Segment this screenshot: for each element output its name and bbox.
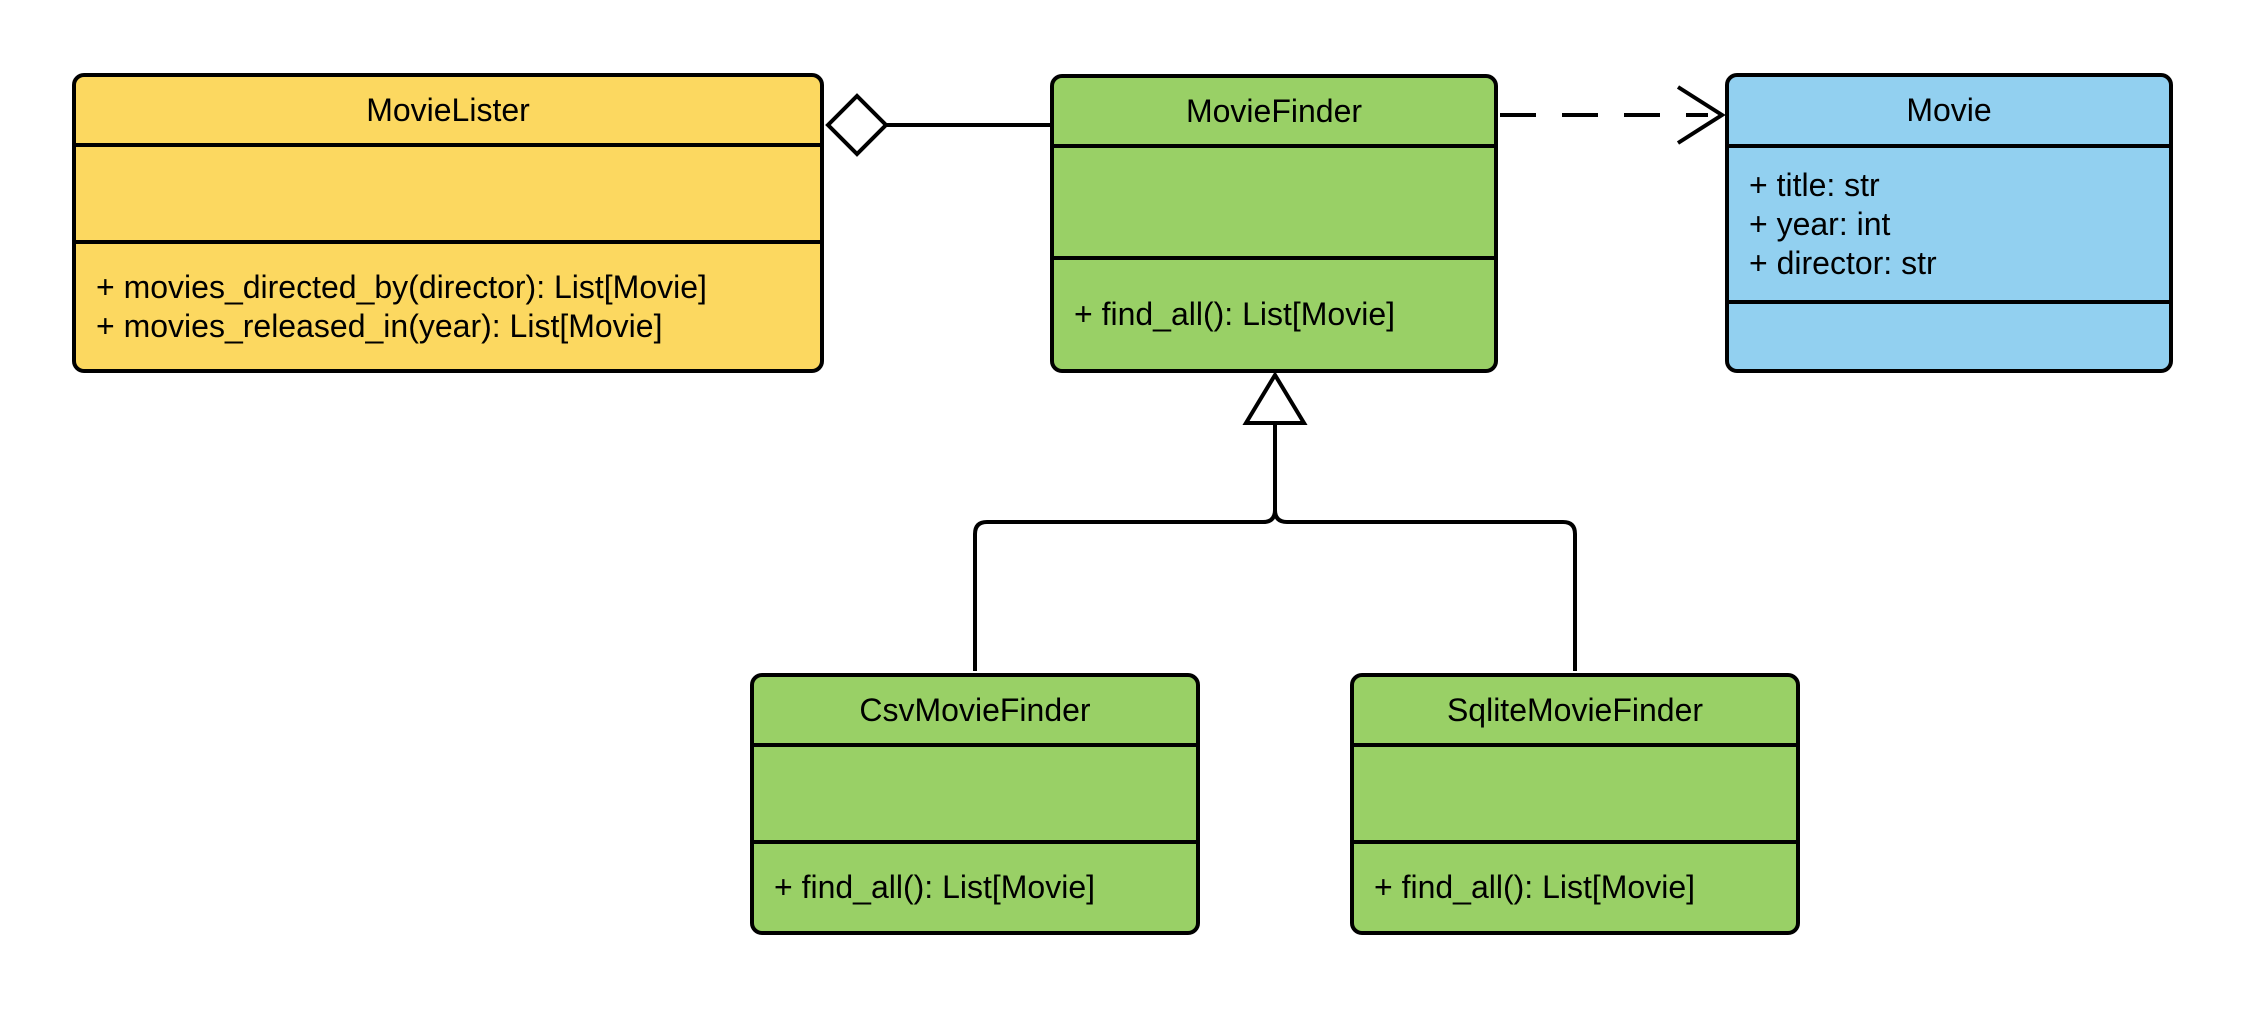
class-box-csvmoviefinder: CsvMovieFinder + find_all(): List[Movie] <box>750 673 1200 935</box>
inheritance-triangle-icon <box>1242 371 1308 425</box>
class-title: Movie <box>1729 77 2169 148</box>
class-name: MovieFinder <box>1185 92 1363 129</box>
class-method: + movies_directed_by(director): List[Mov… <box>96 268 707 305</box>
class-title: MovieFinder <box>1054 78 1494 148</box>
class-box-sqlitemoviefinder: SqliteMovieFinder + find_all(): List[Mov… <box>1350 673 1800 935</box>
inheritance-connector-sqlite <box>1273 423 1577 671</box>
class-methods-compartment: + find_all(): List[Movie] <box>1054 260 1494 369</box>
class-attribute: + title: str <box>1749 166 1880 203</box>
inheritance-connector-csv <box>973 423 1277 671</box>
class-title: SqliteMovieFinder <box>1354 677 1796 747</box>
class-name: CsvMovieFinder <box>859 691 1091 728</box>
class-methods-compartment <box>1729 304 2169 369</box>
class-box-movielister: MovieLister + movies_directed_by(directo… <box>72 73 824 373</box>
class-attributes-compartment: + title: str + year: int + director: str <box>1729 148 2169 304</box>
aggregation-diamond-icon <box>825 93 889 157</box>
class-methods-compartment: + find_all(): List[Movie] <box>754 844 1196 931</box>
class-attributes-compartment <box>76 147 820 244</box>
class-method: + find_all(): List[Movie] <box>1074 296 1396 332</box>
class-attributes-compartment <box>1354 747 1796 844</box>
class-name: Movie <box>1906 92 1992 128</box>
class-methods-compartment: + movies_directed_by(director): List[Mov… <box>76 244 820 369</box>
class-attributes-compartment <box>1054 148 1494 260</box>
class-method: + find_all(): List[Movie] <box>774 869 1096 905</box>
class-box-moviefinder: MovieFinder + find_all(): List[Movie] <box>1050 74 1498 373</box>
class-method: + movies_released_in(year): List[Movie] <box>96 307 663 344</box>
class-attribute: + year: int <box>1749 205 1891 242</box>
class-name: SqliteMovieFinder <box>1446 691 1704 728</box>
class-attribute: + director: str <box>1749 244 1937 281</box>
class-title: MovieLister <box>76 77 820 147</box>
class-box-movie: Movie + title: str + year: int + directo… <box>1725 73 2173 373</box>
class-name: MovieLister <box>366 91 530 128</box>
class-method: + find_all(): List[Movie] <box>1374 869 1696 905</box>
dependency-arrowhead-icon <box>1676 85 1726 145</box>
class-title: CsvMovieFinder <box>754 677 1196 747</box>
class-attributes-compartment <box>754 747 1196 844</box>
class-methods-compartment: + find_all(): List[Movie] <box>1354 844 1796 931</box>
